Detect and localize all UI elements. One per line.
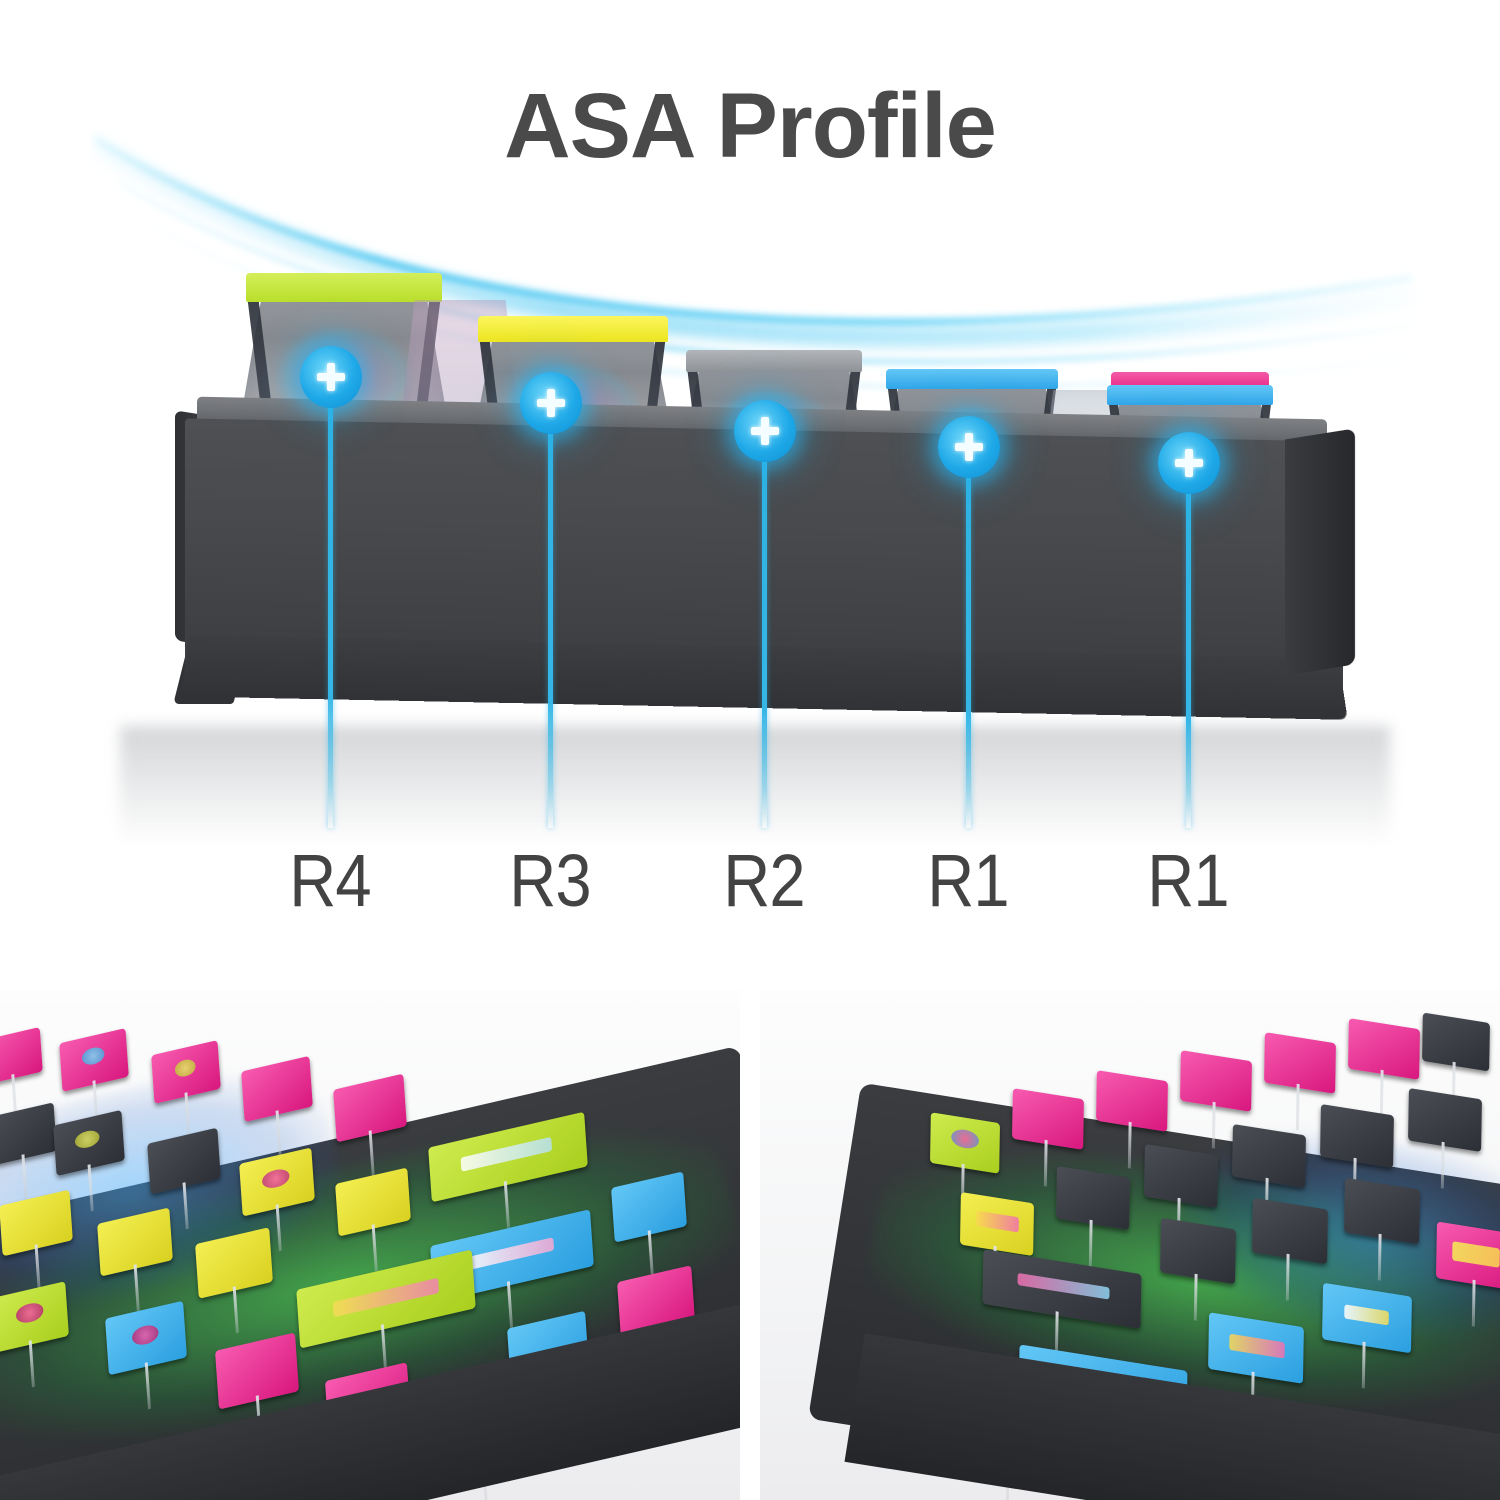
keycap-art	[1017, 1273, 1110, 1300]
plus-icon	[1174, 448, 1204, 478]
leader-line-r2	[762, 460, 767, 828]
leader-line-r3	[548, 432, 553, 828]
callout-marker-r2[interactable]	[734, 400, 796, 462]
row-label-r3: R3	[509, 839, 591, 922]
keycap-art	[951, 1127, 980, 1151]
keycap-photo	[1159, 1217, 1237, 1321]
product-photo-strip	[0, 985, 1500, 1500]
keycap-photo	[929, 1112, 1001, 1211]
keycap-art	[15, 1300, 44, 1326]
keycap-art	[131, 1322, 159, 1347]
plus-icon	[750, 416, 780, 446]
plus-icon	[954, 432, 984, 462]
keycap-r3-top	[478, 316, 668, 343]
row-label-r4: R4	[289, 839, 371, 922]
keycap-photo	[1251, 1197, 1329, 1301]
keycap-r1-b-top	[1107, 384, 1273, 406]
callout-marker-r1-b[interactable]	[1158, 432, 1220, 494]
keycap-art	[74, 1128, 101, 1151]
keycap-art	[460, 1137, 552, 1173]
keycap-art	[332, 1277, 440, 1318]
row-label-r1-b: R1	[1147, 839, 1229, 922]
keyboard-reflection	[120, 726, 1390, 846]
keycap-art	[466, 1237, 554, 1271]
callout-marker-r1-a[interactable]	[938, 416, 1000, 478]
keycap-r1-a-top	[885, 368, 1059, 390]
page-title: ASA Profile	[504, 75, 997, 177]
callout-marker-r3[interactable]	[520, 372, 582, 434]
keycap-art	[1452, 1240, 1500, 1268]
asa-profile-diagram: ASA Profile	[90, 75, 1418, 922]
keyboard-photo-right	[760, 990, 1500, 1500]
plus-icon	[316, 362, 346, 392]
row-label-r2: R2	[723, 839, 805, 922]
keycap-art	[81, 1044, 105, 1067]
keyboard-photo-left	[0, 990, 740, 1500]
keycap-r4-top	[246, 272, 442, 303]
callout-marker-r4[interactable]	[300, 346, 362, 408]
keycap-r2-top	[685, 349, 863, 373]
keycap-art	[976, 1210, 1020, 1233]
row-label-r1-a: R1	[927, 839, 1009, 922]
keycap-art	[261, 1166, 291, 1191]
case-right-chamfer	[1285, 428, 1355, 676]
leader-line-r1-b	[1186, 492, 1191, 828]
keycap-art	[1343, 1304, 1389, 1326]
keycap-art	[1229, 1333, 1285, 1359]
leader-line-r1-a	[966, 478, 971, 828]
keycap-photo	[1343, 1177, 1421, 1281]
keycap-art	[174, 1058, 196, 1079]
leader-line-r4	[328, 404, 333, 828]
keycap-photo	[1421, 1012, 1491, 1109]
plus-icon	[536, 388, 566, 418]
